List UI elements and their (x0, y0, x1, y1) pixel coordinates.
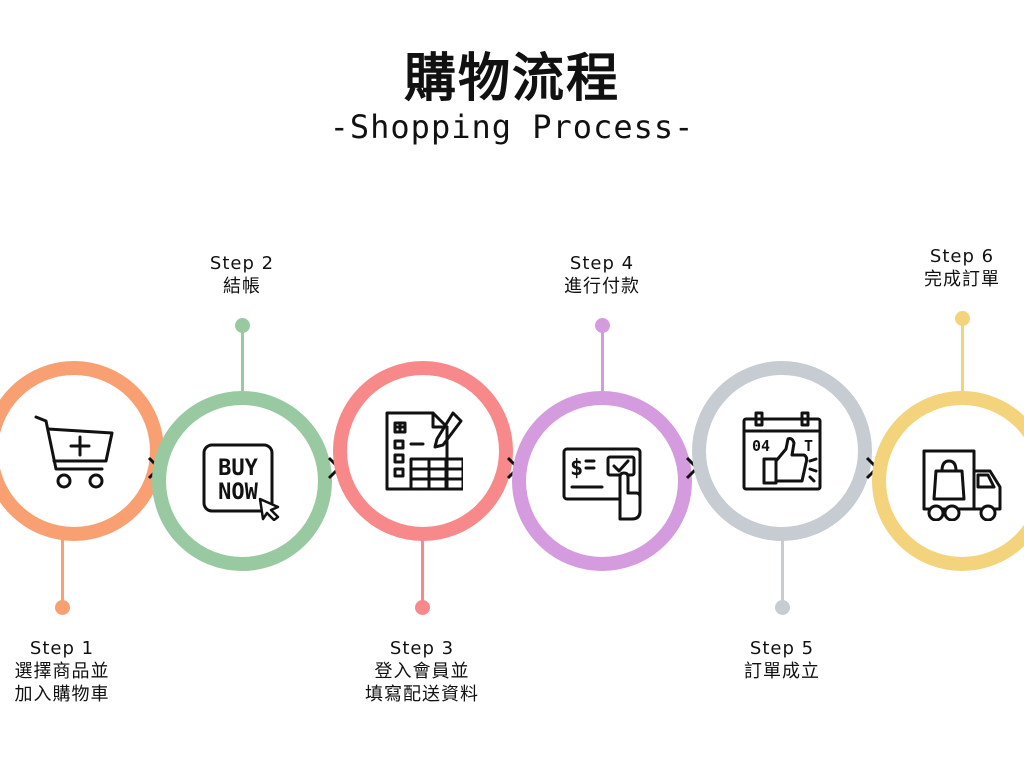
step-2-text-line-1: 結帳 (223, 276, 261, 297)
step-1-text-line-2: 加入購物車 (14, 684, 110, 705)
step-6-text-line-1: 完成訂單 (924, 269, 1000, 290)
step-5-stem (781, 537, 784, 603)
step-4-stem (601, 328, 604, 400)
buy-now-icon: BUY NOW (202, 443, 280, 521)
step-2-number: Step 2 (209, 253, 275, 274)
page-title: 購物流程 (403, 49, 620, 109)
step-3-dot (415, 600, 430, 615)
step-3-number: Step 3 (389, 638, 455, 659)
step-3-text-line-1: 登入會員並 (374, 661, 470, 682)
form-checklist-icon (385, 411, 463, 491)
step-4-label: Step 4 進行付款 (502, 252, 702, 298)
buy-now-text-line-1: BUY (218, 456, 258, 481)
step-3-label: Step 3 登入會員並 填寫配送資料 (322, 637, 522, 706)
calendar-thumbs-up-icon: 04 T (742, 411, 822, 491)
step-6-stem (961, 321, 964, 397)
page-subtitle: -Shopping Process- (329, 108, 695, 146)
step-3-text-line-2: 填寫配送資料 (365, 684, 479, 705)
step-4-dot (595, 318, 610, 333)
step-6-circle (872, 391, 1024, 571)
step-4-number: Step 4 (569, 253, 635, 274)
step-5-number: Step 5 (749, 638, 815, 659)
calendar-day-text: T (804, 437, 813, 455)
step-1-circle (0, 361, 164, 541)
step-2-circle: BUY NOW (152, 391, 332, 571)
payment-dollar-sign: $ (570, 456, 583, 481)
step-5-dot (775, 600, 790, 615)
payment-screen-icon: $ (562, 447, 642, 521)
step-5-label: Step 5 訂單成立 (682, 637, 882, 683)
step-6-label: Step 6 完成訂單 (862, 245, 1024, 291)
step-5-text-line-1: 訂單成立 (744, 661, 820, 682)
shopping-cart-icon (34, 415, 114, 489)
step-1-dot (55, 600, 70, 615)
step-2-stem (241, 328, 244, 400)
step-2-dot (235, 318, 250, 333)
step-6-number: Step 6 (929, 246, 995, 267)
step-1-label: Step 1 選擇商品並 加入購物車 (0, 637, 162, 706)
step-5-circle: 04 T (692, 361, 872, 541)
step-1-stem (61, 537, 64, 603)
step-6-dot (955, 311, 970, 326)
step-3-stem (421, 537, 424, 603)
step-1-text-line-1: 選擇商品並 (14, 661, 110, 682)
step-1-number: Step 1 (29, 638, 95, 659)
step-4-text-line-1: 進行付款 (564, 276, 640, 297)
step-2-label: Step 2 結帳 (142, 252, 342, 298)
delivery-truck-icon (922, 449, 1002, 521)
step-4-circle: $ (512, 391, 692, 571)
step-3-circle (333, 361, 513, 541)
buy-now-text-line-2: NOW (218, 480, 258, 505)
calendar-date-text: 04 (752, 437, 770, 455)
